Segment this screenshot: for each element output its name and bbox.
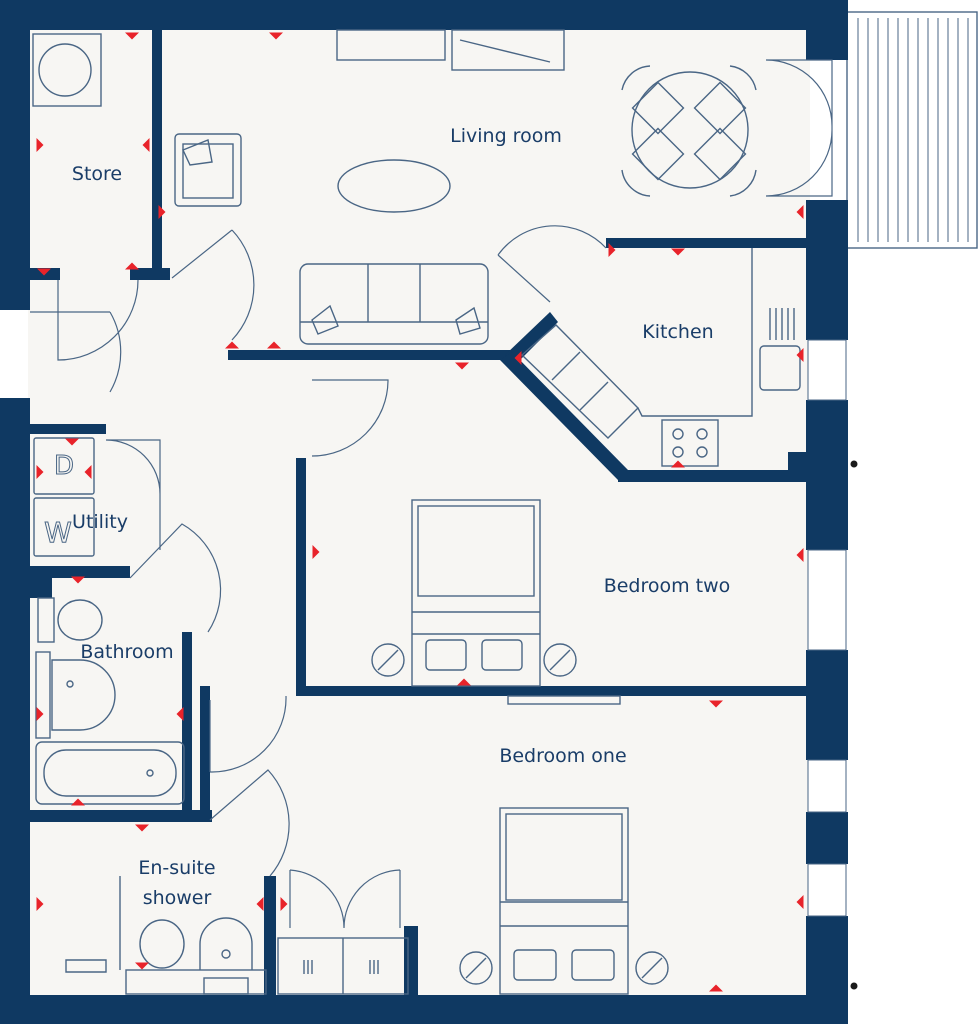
tv-unit-icon (336, 29, 565, 71)
measure-point-icon (312, 545, 320, 559)
tv-unit-bedroom (507, 695, 621, 705)
doors (30, 59, 833, 929)
room-label-living-room: Living room (450, 125, 562, 147)
room-label-utility: Utility (72, 511, 128, 533)
toilet-icon (125, 919, 267, 995)
measure-point-icon (135, 962, 149, 970)
basin-icon (199, 917, 253, 995)
lamp-icon (371, 643, 577, 677)
lamp-icon (459, 951, 669, 985)
measure-point-icon (256, 897, 264, 911)
room-label-ensuite-line2: shower (143, 887, 212, 909)
dining-table-icon (621, 65, 757, 197)
toilet-icon (37, 597, 103, 643)
sink-icon (759, 308, 801, 391)
measure-point-icon (796, 548, 804, 562)
measure-point-icon (125, 262, 139, 270)
measure-point-icon (71, 576, 85, 584)
measure-point-icon (514, 351, 522, 365)
measure-point-icon (142, 138, 150, 152)
measure-point-icon (455, 362, 469, 370)
measure-point-icon (158, 205, 166, 219)
measure-point-icon (71, 798, 85, 806)
store-table-icon (32, 33, 102, 107)
balcony-icon (846, 11, 978, 249)
measure-point-icon (36, 138, 44, 152)
coffee-table-icon (337, 159, 451, 213)
measure-point-icon (671, 460, 685, 468)
measure-point-icon (135, 824, 149, 832)
dryer-label: D (54, 451, 74, 481)
sofa-icon (299, 263, 489, 345)
measure-point-icon (269, 32, 283, 40)
measure-point-icon (796, 205, 804, 219)
bed-icon (411, 499, 541, 687)
measure-point-icon (225, 341, 239, 349)
measure-point-icon (36, 465, 44, 479)
fixing-points (850, 460, 858, 990)
measure-point-icon (796, 348, 804, 362)
room-label-bedroom-two: Bedroom two (604, 575, 731, 597)
washer-label: W (44, 516, 72, 549)
measure-point-icon (796, 895, 804, 909)
shower-tray (65, 876, 121, 973)
room-label-kitchen: Kitchen (642, 321, 713, 343)
room-label-bathroom: Bathroom (80, 641, 173, 663)
measure-point-icon (671, 248, 685, 256)
hob-icon (661, 419, 719, 467)
walls (0, 0, 848, 1024)
measure-point-icon (709, 984, 723, 992)
measure-point-icon (280, 897, 288, 911)
dryer-icon: W (33, 497, 95, 557)
measure-point-icon (267, 341, 281, 349)
measure-points (36, 32, 804, 992)
kitchen-counter (520, 248, 753, 439)
armchair-icon (174, 133, 242, 207)
measure-point-icon (36, 897, 44, 911)
measure-point-icon (37, 268, 51, 276)
measure-point-icon (84, 465, 92, 479)
bed-icon (499, 807, 629, 995)
room-label-bedroom-one: Bedroom one (499, 745, 626, 767)
bath-icon (35, 741, 185, 805)
floor-area (28, 28, 810, 995)
measure-point-icon (65, 438, 79, 446)
measure-point-icon (36, 707, 44, 721)
measure-point-icon (457, 678, 471, 686)
measure-point-icon (608, 243, 616, 257)
room-label-store: Store (72, 163, 122, 185)
measure-point-icon (125, 32, 139, 40)
washing-machine-icon: D (33, 437, 95, 495)
measure-point-icon (709, 700, 723, 708)
measure-point-icon (176, 707, 184, 721)
room-label-ensuite-line1: En-suite (138, 857, 215, 879)
basin-icon (35, 651, 116, 739)
wardrobe-icon (277, 937, 409, 995)
